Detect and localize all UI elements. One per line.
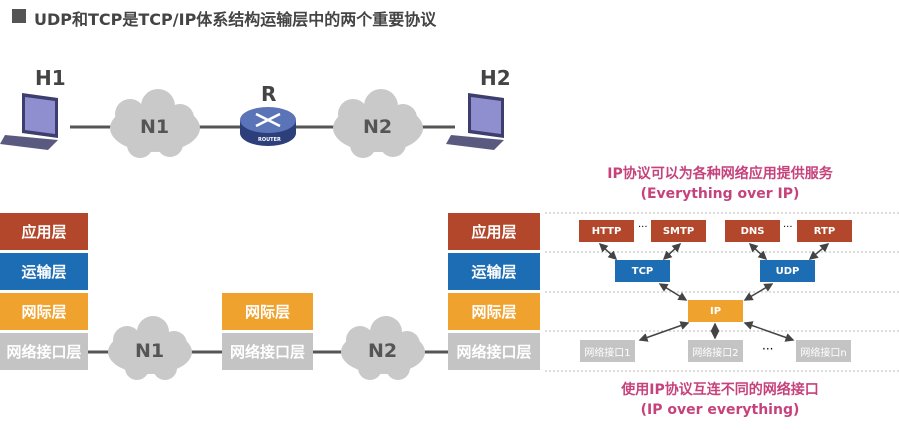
layer-network: 网际层 <box>448 293 540 330</box>
protocol-ip: IP <box>688 300 743 322</box>
bottom-caption-line2: (IP over everything) <box>640 402 800 418</box>
router-r-label: R <box>261 82 277 106</box>
layer-transport: 运输层 <box>448 253 540 290</box>
layer-transport: 运输层 <box>0 253 88 290</box>
protocol-dns: DNS <box>725 220 780 242</box>
cloud-n2-bottom <box>341 316 425 380</box>
laptop-icon-h2 <box>446 93 504 150</box>
layer-link: 网络接口层 <box>0 333 88 370</box>
layer-dividers <box>545 212 899 372</box>
layer-application: 应用层 <box>0 213 88 250</box>
layer-application: 应用层 <box>448 213 540 250</box>
ellipsis: ··· <box>783 222 793 233</box>
protocol-arrows <box>598 242 830 342</box>
network-n2-label: N2 <box>363 116 393 138</box>
page-title: UDP和TCP是TCP/IP体系结构运输层中的两个重要协议 <box>34 10 437 29</box>
layer-link: 网络接口层 <box>222 333 313 370</box>
network-n2-bottom-label: N2 <box>368 340 398 362</box>
host-h1-label: H1 <box>35 66 66 90</box>
host-h2-label: H2 <box>480 66 511 90</box>
ellipsis: ··· <box>762 342 774 356</box>
layer-link: 网络接口层 <box>448 333 540 370</box>
network-n1-bottom-label: N1 <box>135 340 165 362</box>
interface-n: 网络接口n <box>796 340 851 362</box>
cloud-n1-top <box>110 89 200 158</box>
protocol-http: HTTP <box>579 220 634 242</box>
interface-2: 网络接口2 <box>688 340 743 362</box>
protocol-rtp: RTP <box>797 220 852 242</box>
layer-network: 网际层 <box>0 293 88 330</box>
interface-1: 网络接口1 <box>580 340 635 362</box>
protocol-udp: UDP <box>760 260 815 282</box>
laptop-icon-h1 <box>0 93 58 150</box>
protocol-tcp: TCP <box>615 260 670 282</box>
router-icon <box>240 107 296 146</box>
top-caption-line2: (Everything over IP) <box>640 186 800 202</box>
top-caption-line1: IP协议可以为各种网络应用提供服务 <box>607 166 833 182</box>
protocol-smtp: SMTP <box>651 220 706 242</box>
ellipsis: ··· <box>638 222 648 233</box>
cloud-n2-top <box>333 89 423 158</box>
bottom-caption-line1: 使用IP协议互连不同的网络接口 <box>621 382 819 398</box>
router-text: ROUTER <box>258 137 281 143</box>
network-n1-label: N1 <box>140 116 170 138</box>
cloud-n1-bottom <box>108 316 192 380</box>
title-bullet <box>12 9 26 23</box>
layer-network: 网际层 <box>222 293 313 330</box>
